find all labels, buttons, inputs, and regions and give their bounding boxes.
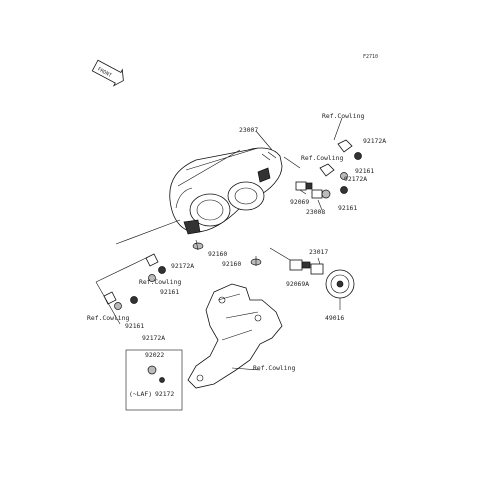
label-92069a: 92069A	[286, 280, 309, 288]
figure-code: F2710	[363, 54, 378, 60]
label-92069: 92069	[290, 198, 309, 206]
label-ref-cowling-left1: Ref.Cowling	[139, 278, 181, 286]
label-92161-left2: 92161	[125, 322, 144, 330]
label-ref-cowling-mid: Ref.Cowling	[301, 154, 343, 162]
front-arrow-badge: FRONT	[91, 59, 124, 87]
bulb-92069a	[289, 259, 311, 271]
label-ref-cowling-top: Ref.Cowling	[322, 112, 364, 120]
headlight-bracket	[187, 283, 283, 389]
label-laf-note: (~LAF)	[129, 390, 152, 398]
label-92161-top: 92161	[355, 167, 374, 175]
label-92172a-top: 92172A	[363, 137, 386, 145]
label-92161-top2: 92161	[338, 204, 357, 212]
bulb-23008	[311, 189, 331, 199]
label-92161-left: 92161	[160, 288, 179, 296]
hardware-left-upper	[145, 253, 166, 282]
label-92160-a: 92160	[208, 250, 227, 258]
socket-23017	[310, 263, 324, 275]
part-92022-grommet	[147, 365, 157, 375]
cover-49016	[325, 269, 355, 299]
grommet-92160-a	[192, 242, 204, 250]
leader-lines	[95, 117, 343, 411]
label-23017: 23017	[309, 248, 328, 256]
label-92160-b: 92160	[222, 260, 241, 268]
label-ref-cowling-bottom: Ref.Cowling	[253, 364, 295, 372]
label-92172a-top2: 92172A	[344, 175, 367, 183]
label-92172: 92172	[155, 390, 174, 398]
headlight-assembly	[169, 147, 283, 235]
label-23007: 23007	[239, 126, 258, 134]
bulb-92069	[295, 181, 313, 191]
label-49016: 49016	[325, 314, 344, 322]
hardware-top-right	[319, 139, 362, 194]
part-92172-screw	[159, 377, 165, 383]
hardware-left-lower	[103, 291, 138, 310]
label-ref-cowling-left2: Ref.Cowling	[87, 314, 129, 322]
label-92022: 92022	[145, 351, 164, 359]
label-92172a-left2: 92172A	[142, 334, 165, 342]
label-23008: 23008	[306, 208, 325, 216]
label-92172a-left: 92172A	[171, 262, 194, 270]
